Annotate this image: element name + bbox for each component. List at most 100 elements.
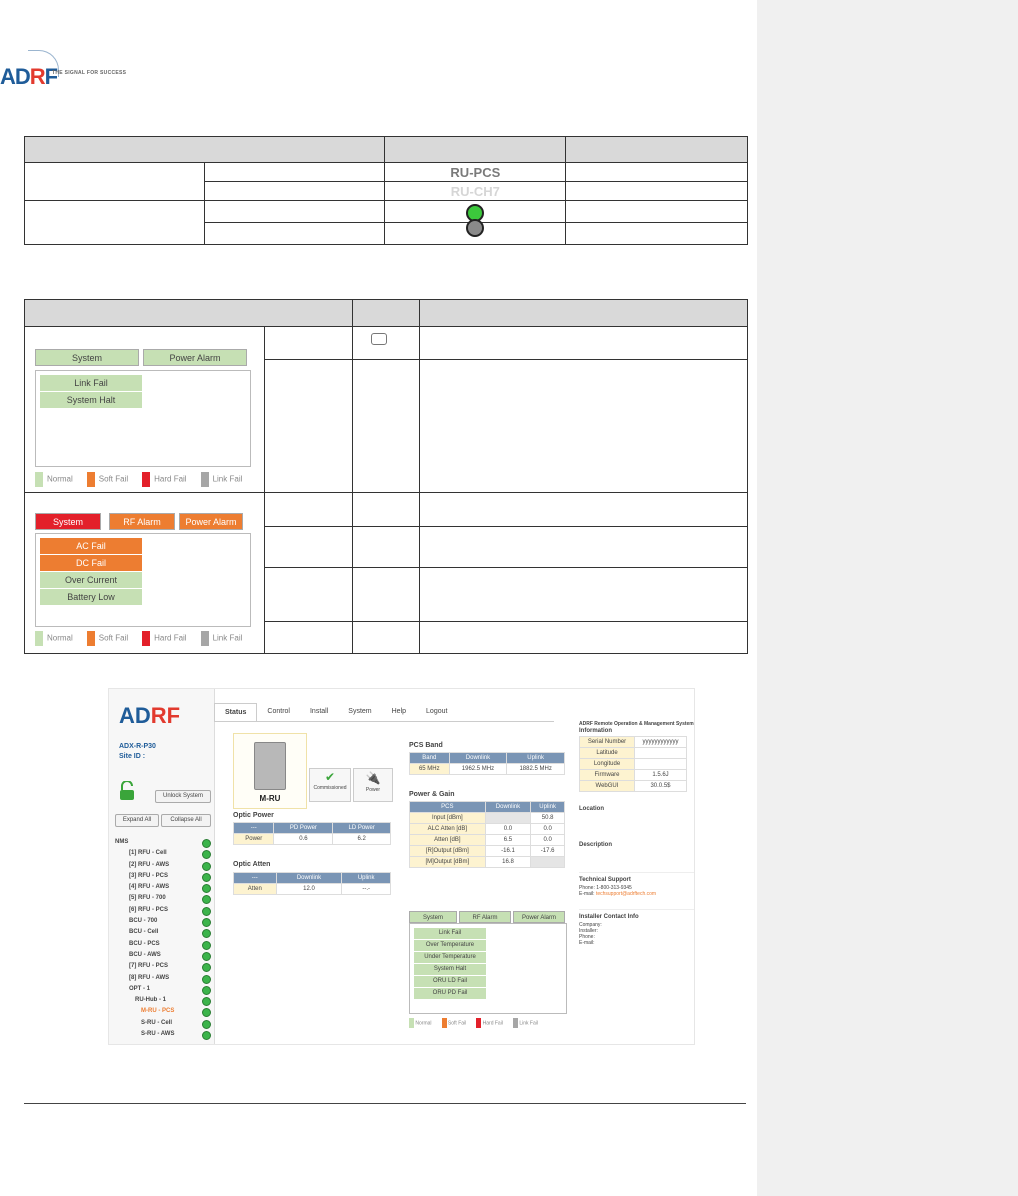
tab-power-alarm[interactable]: Power Alarm — [143, 349, 247, 366]
node-label-light: RU-CH7 — [450, 183, 500, 199]
status-table-header — [23, 136, 748, 163]
tab-system[interactable]: System — [409, 911, 457, 923]
gui-screenshot: ADRF ADX-R-P30 Site ID : Unlock System E… — [108, 688, 695, 1045]
gray-led-icon — [466, 219, 485, 237]
table-row: RU-CH7 — [25, 181, 748, 201]
expand-all-button[interactable]: Expand All — [115, 814, 159, 827]
tree-item[interactable]: RU-Hub - 1 — [115, 995, 211, 1007]
alarm-item: DC Fail — [40, 555, 142, 571]
description-title: Description — [579, 842, 613, 848]
table-row — [25, 526, 749, 568]
table-row: System Power Alarm Link Fail System Halt… — [24, 325, 749, 493]
tree-item[interactable]: [3] RFU - PCS — [115, 871, 211, 882]
tree-item[interactable]: BCU - AWS — [115, 950, 211, 961]
optic-atten-title: Optic Atten — [233, 861, 271, 868]
tree-item[interactable]: M-RU - PCS — [115, 1006, 211, 1018]
alarm-item: System Halt — [414, 964, 486, 975]
tree-item[interactable]: BCU - Cell — [115, 927, 211, 939]
alarm-item: Over Current — [40, 572, 142, 588]
table-row — [25, 359, 749, 493]
information-title: Information — [579, 728, 612, 734]
support-phone: Phone: 1-800-313-9345 — [579, 885, 632, 891]
comment-gutter — [757, 0, 1018, 1196]
tab-rf-alarm[interactable]: RF Alarm — [109, 513, 175, 530]
nav-control[interactable]: Control — [267, 708, 290, 715]
tree-item[interactable]: S-RU - Cell — [115, 1018, 211, 1029]
alarm-item: Over Temperature — [414, 940, 486, 951]
unlock-icon — [120, 781, 134, 800]
tab-system[interactable]: System — [35, 349, 139, 366]
power-button[interactable]: 🔌 Power — [353, 768, 393, 802]
location-title: Location — [579, 806, 604, 812]
nav-system[interactable]: System — [348, 708, 372, 715]
collapse-all-button[interactable]: Collapse All — [161, 814, 211, 827]
alarm-panel-1: Link Fail System Halt — [35, 370, 251, 467]
gui-sidebar: ADRF ADX-R-P30 Site ID : Unlock System E… — [109, 689, 215, 1044]
support-email-link[interactable]: techsupport@adrftech.com — [595, 891, 657, 897]
alarm-table: System Power Alarm Link Fail System Halt… — [24, 299, 749, 655]
system-heading: ADRF Remote Operation & Management Syste… — [579, 721, 694, 727]
plug-icon: 🔌 — [365, 771, 381, 785]
nav-logout[interactable]: Logout — [426, 708, 448, 715]
table-row — [25, 219, 748, 245]
nav-help[interactable]: Help — [391, 708, 407, 715]
device-card: M-RU — [233, 733, 307, 809]
tab-power-alarm[interactable]: Power Alarm — [513, 911, 565, 923]
tree-item[interactable]: [2] RFU - AWS — [115, 860, 211, 871]
gui-brand-logo: ADRF — [119, 703, 181, 728]
optic-power-title: Optic Power — [233, 812, 274, 819]
status-table: RU-PCS RU-CH7 — [23, 136, 748, 245]
model-name: ADX-R-P30 — [119, 743, 156, 750]
tree-item[interactable]: BCU - PCS — [115, 939, 211, 950]
gui-info-column: ADRF Remote Operation & Management Syste… — [579, 721, 694, 946]
tab-rf-alarm[interactable]: RF Alarm — [459, 911, 511, 923]
tree-item[interactable]: [8] RFU - AWS — [115, 973, 211, 984]
tree-item[interactable]: [1] RFU - Cell — [115, 848, 211, 860]
tab-system[interactable]: System — [35, 513, 101, 530]
gui-alarm-legend: Normal Soft Fail Hard Fail Link Fail — [409, 1018, 567, 1028]
alarm-legend-2: Normal Soft Fail Hard Fail Link Fail — [35, 631, 242, 646]
alarm-item: ORU LD Fail — [414, 976, 486, 987]
alarm-item: System Halt — [40, 392, 142, 408]
device-tree: NMS [1] RFU - Cell [2] RFU - AWS [3] RFU… — [115, 837, 211, 1041]
table-row: RU-PCS — [24, 162, 748, 201]
alarm-item: Link Fail — [40, 375, 142, 391]
tree-item[interactable]: [5] RFU - 700 — [115, 893, 211, 905]
unlock-system-button[interactable]: Unlock System — [155, 790, 211, 803]
tab-power-alarm[interactable]: Power Alarm — [179, 513, 243, 530]
gui-alarm-box: System RF Alarm Power Alarm Link Fail Ov… — [409, 911, 567, 1031]
logo-mark: ADRF — [0, 64, 58, 89]
alarm-table-header — [24, 299, 749, 327]
tree-item[interactable]: NMS — [115, 837, 211, 848]
tree-item[interactable]: [4] RFU - AWS — [115, 882, 211, 894]
nav-status[interactable]: Status — [214, 703, 258, 721]
table-row: System RF Alarm Power Alarm AC Fail DC F… — [24, 491, 749, 654]
device-label: M-RU — [259, 794, 281, 803]
device-image — [254, 742, 286, 790]
tree-item[interactable]: [7] RFU - PCS — [115, 961, 211, 973]
logo-tagline: THE SIGNAL FOR SUCCESS — [52, 70, 127, 76]
nav-install[interactable]: Install — [309, 708, 329, 715]
site-id: Site ID : — [119, 753, 146, 760]
alarm-item: Link Fail — [414, 928, 486, 939]
support-title: Technical Support — [579, 872, 694, 883]
commissioned-button[interactable]: ✔ Commissioned — [309, 768, 351, 802]
alarm-item: Battery Low — [40, 589, 142, 605]
alarm-item: AC Fail — [40, 538, 142, 554]
pcs-band-title: PCS Band — [409, 742, 443, 749]
alarm-legend-1: Normal Soft Fail Hard Fail Link Fail — [35, 472, 242, 487]
tree-item[interactable]: [6] RFU - PCS — [115, 905, 211, 916]
tree-item[interactable]: OPT - 1 — [115, 984, 211, 995]
power-gain-title: Power & Gain — [409, 791, 455, 798]
alarm-box-2: System RF Alarm Power Alarm AC Fail DC F… — [25, 493, 261, 653]
footer-rule — [24, 1103, 746, 1104]
check-icon: ✔ — [324, 770, 336, 784]
power-plug-icon — [370, 333, 387, 345]
tree-item[interactable]: BCU - 700 — [115, 916, 211, 928]
tree-item[interactable]: S-RU - AWS — [115, 1029, 211, 1041]
gui-nav: Status Control Install System Help Logou… — [214, 703, 554, 722]
installer-title: Installer Contact Info — [579, 909, 694, 920]
